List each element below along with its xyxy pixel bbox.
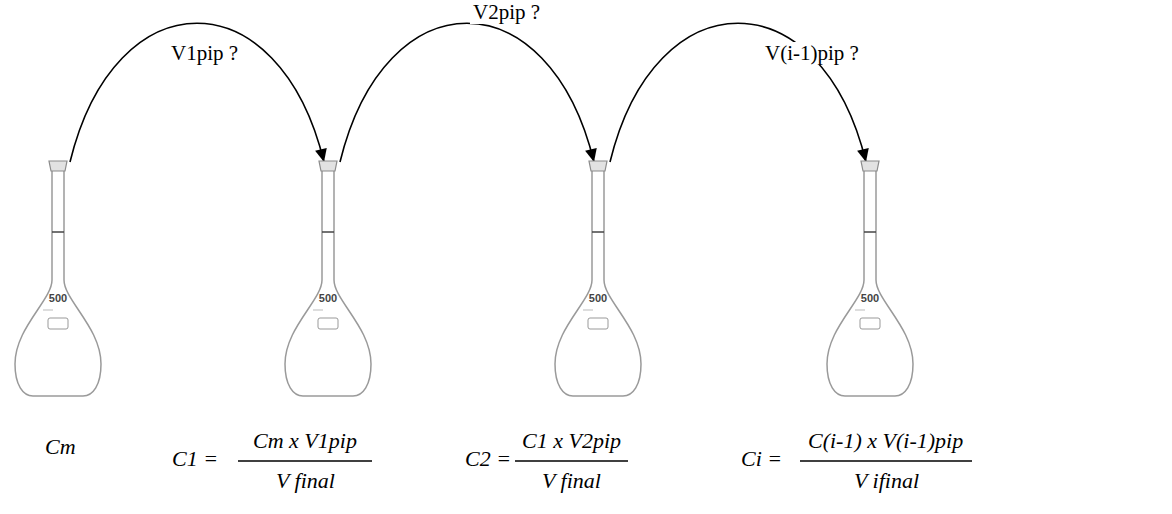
volume-marking: 500 xyxy=(13,292,103,304)
formula-term: C1 = xyxy=(172,447,218,471)
flask-outline xyxy=(553,160,643,400)
transfer-arrow xyxy=(610,23,869,162)
volumetric-flask: 500 xyxy=(553,160,643,400)
formula-term: C2 = xyxy=(465,447,511,471)
fraction-bar xyxy=(515,460,628,461)
formula-term: C1 x V2pip xyxy=(522,429,621,453)
transfer-arrow xyxy=(70,23,327,162)
flask-outline xyxy=(13,160,103,400)
fraction-bar xyxy=(238,460,372,461)
volume-question: V(i-1)pip ? xyxy=(762,42,862,65)
formula-term: C(i-1) x V(i-1)pip xyxy=(808,429,963,453)
fraction-bar xyxy=(800,460,972,461)
volume-marking: 500 xyxy=(553,292,643,304)
formula-term: V final xyxy=(542,469,601,493)
volumetric-flask: 500 xyxy=(283,160,373,400)
formula-term: V ifinal xyxy=(854,469,919,493)
transfer-arrow xyxy=(340,23,597,162)
volume-question: V1pip ? xyxy=(168,42,241,65)
flask-outline xyxy=(283,160,373,400)
formula-term: V final xyxy=(276,469,335,493)
flask-outline xyxy=(825,160,915,400)
formula-term: Cm x V1pip xyxy=(253,429,357,453)
volumetric-flask: 500 xyxy=(13,160,103,400)
formula-term: Cm xyxy=(45,435,76,459)
volume-question: V2pip ? xyxy=(470,1,543,24)
volumetric-flask: 500 xyxy=(825,160,915,400)
volume-marking: 500 xyxy=(283,292,373,304)
volume-marking: 500 xyxy=(825,292,915,304)
formula-term: Ci = xyxy=(741,447,782,471)
